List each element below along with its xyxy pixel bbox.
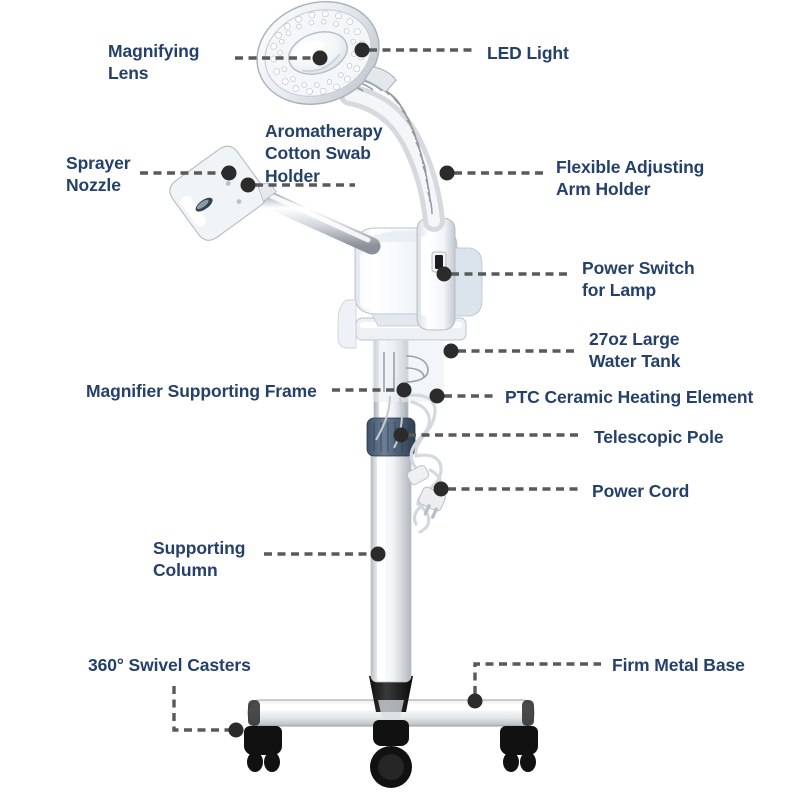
- anchor-dot-sprayer-nozzle: [221, 165, 237, 181]
- anchor-dot-swivel-casters: [228, 722, 244, 738]
- leader-lines-group: [140, 42, 601, 738]
- anchor-dot-aromatherapy-cotton-swab-holder: [240, 177, 256, 193]
- swivel-casters-illustration: [244, 720, 538, 788]
- callout-label-telescopic-pole: Telescopic Pole: [594, 427, 724, 447]
- anchor-dot-telescopic-pole: [393, 427, 409, 443]
- callout-label-power-switch-for-lamp: Power Switch for Lamp: [582, 258, 695, 301]
- callout-label-water-tank: 27oz Large Water Tank: [589, 329, 681, 372]
- anchor-dot-firm-metal-base: [467, 693, 483, 709]
- telescopic-collar: [366, 417, 416, 457]
- callout-label-magnifier-supporting-frame: Magnifier Supporting Frame: [86, 381, 317, 401]
- callout-label-ptc-ceramic-heating-element: PTC Ceramic Heating Element: [505, 387, 754, 407]
- callout-label-magnifying-lens: Magnifying Lens: [108, 41, 200, 84]
- sprayer-nozzle-illustration: [169, 145, 277, 241]
- anchor-dot-supporting-column: [370, 546, 386, 562]
- leader-line-swivel-casters: [172, 686, 229, 732]
- anchor-dot-magnifying-lens: [312, 50, 328, 66]
- callout-label-swivel-casters: 360° Swivel Casters: [88, 655, 251, 675]
- anchor-dot-power-switch-for-lamp: [436, 266, 452, 282]
- column-foot-joint: [369, 676, 413, 718]
- anchor-dot-magnifier-supporting-frame: [396, 382, 412, 398]
- ptc-heating-element-illustration: [372, 340, 444, 449]
- steam-arm-and-nozzle-illustration: [169, 145, 381, 255]
- callout-label-aromatherapy-cotton-swab-holder: Aromatherapy Cotton Swab Holder: [265, 121, 383, 186]
- anchor-dot-ptc-ceramic-heating-element: [429, 388, 445, 404]
- anchor-dot-power-cord: [433, 481, 449, 497]
- callout-label-firm-metal-base: Firm Metal Base: [612, 655, 745, 675]
- callout-label-led-light: LED Light: [487, 43, 569, 63]
- lamp-housing-illustration: [416, 217, 456, 331]
- leader-line-firm-metal-base: [473, 662, 601, 694]
- anchor-dot-water-tank: [443, 343, 459, 359]
- callout-label-flexible-adjusting-arm-holder: Flexible Adjusting Arm Holder: [556, 157, 705, 200]
- callout-label-power-cord: Power Cord: [592, 481, 690, 501]
- supporting-column-illustration: [370, 447, 412, 683]
- anchor-dot-led-light: [354, 42, 370, 58]
- callout-label-sprayer-nozzle: Sprayer Nozzle: [66, 153, 131, 196]
- callout-label-supporting-column: Supporting Column: [153, 538, 246, 581]
- anchor-dot-flexible-adjusting-arm-holder: [439, 165, 455, 181]
